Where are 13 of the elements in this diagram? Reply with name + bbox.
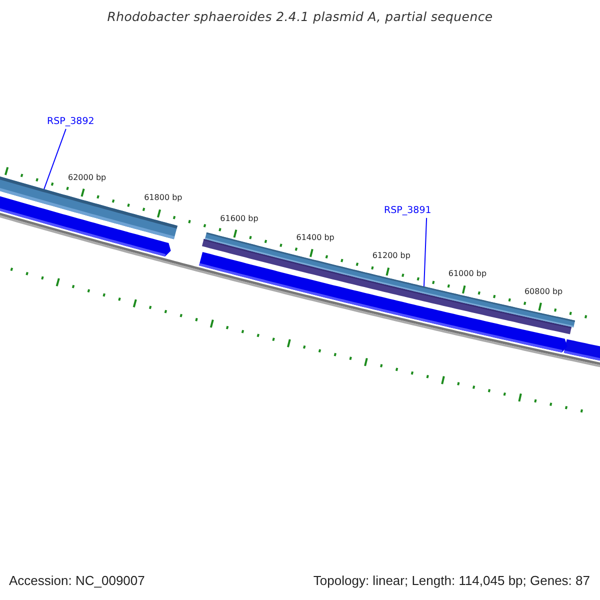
scale-label: 61000 bp [448, 269, 487, 279]
accession-text: Accession: NC_009007 [9, 574, 145, 589]
scale-label: 60800 bp [524, 286, 563, 296]
gene-label: RSP_3891 [384, 206, 432, 217]
scale-label: 61200 bp [372, 251, 410, 261]
gene-label: RSP_3892 [47, 117, 94, 128]
leader-line [44, 128, 66, 190]
map-title: Rhodobacter sphaeroides 2.4.1 plasmid A, partial sequence [107, 10, 493, 24]
scale-label: 61800 bp [144, 193, 182, 203]
scale-label: 61400 bp [296, 232, 334, 242]
summary-text: Topology: linear; Length: 114,045 bp; Genes: 87 [313, 574, 590, 589]
scale-label: 61600 bp [220, 214, 258, 223]
scale-label: 62000 bp [68, 172, 106, 182]
